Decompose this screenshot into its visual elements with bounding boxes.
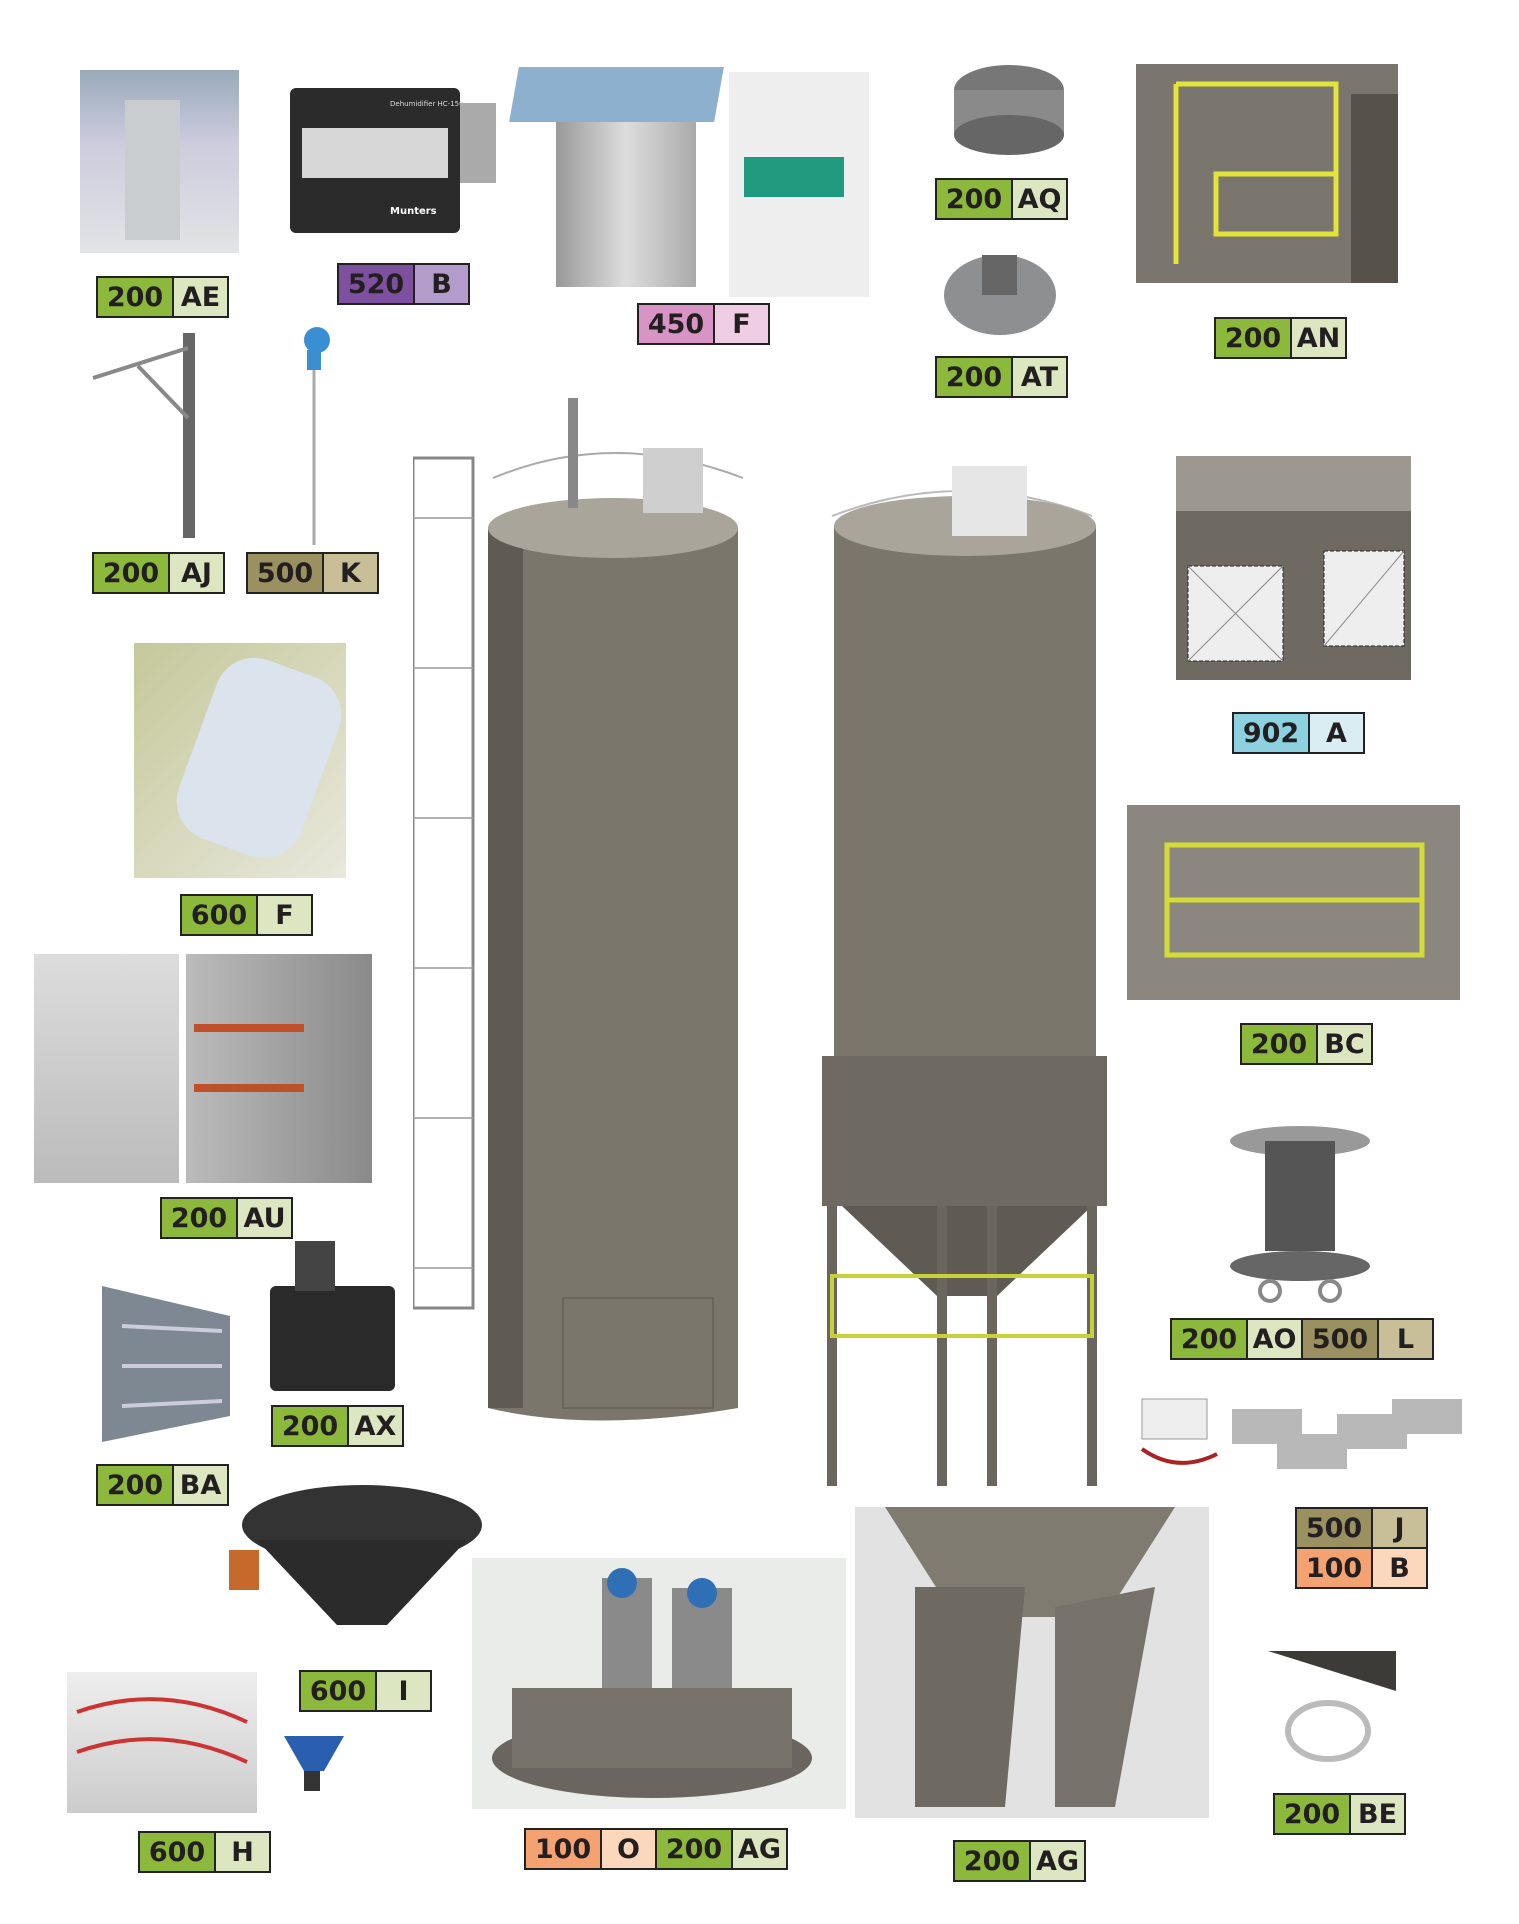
space-heater-image bbox=[270, 1241, 395, 1394]
dehumidifier-model: Dehumidifier HC-150 bbox=[390, 100, 464, 108]
munters-logo: Munters bbox=[390, 206, 437, 217]
tag-letter: O bbox=[602, 1830, 657, 1868]
tag-letter: H bbox=[216, 1833, 269, 1871]
heater-photo bbox=[134, 643, 353, 878]
tag-letter: F bbox=[258, 896, 311, 934]
plant-room-image bbox=[472, 1558, 846, 1809]
tag-code: 200 bbox=[1242, 1025, 1318, 1063]
tag-letter: B bbox=[1373, 1549, 1426, 1587]
tag-letter: BA bbox=[174, 1466, 227, 1504]
tag-letter: AQ bbox=[1013, 180, 1066, 218]
hopper-cone-image bbox=[227, 1480, 493, 1637]
tag-code: 200 bbox=[273, 1407, 349, 1445]
tag-letter: AN bbox=[1292, 319, 1345, 357]
bag-filter-image bbox=[509, 67, 872, 298]
tag-code: 200 bbox=[94, 554, 170, 592]
level-probe-image bbox=[282, 325, 341, 546]
manhole-cover-image bbox=[942, 245, 1058, 341]
tag-code: 200 bbox=[937, 180, 1013, 218]
tag-code: 200 bbox=[1216, 319, 1292, 357]
tag-code: 500 bbox=[248, 554, 324, 592]
tag-code: 500 bbox=[1297, 1509, 1373, 1547]
davit-crane-image bbox=[88, 328, 208, 540]
pipe-flange-photo bbox=[80, 70, 239, 253]
dehumidifier-image: Dehumidifier HC-150 Munters bbox=[290, 88, 496, 233]
tag-code: 520 bbox=[339, 265, 415, 303]
tag-code: 100 bbox=[1297, 1549, 1373, 1587]
tag-letter: L bbox=[1379, 1320, 1432, 1358]
tag-letter: B bbox=[415, 265, 468, 303]
tag-code: 200 bbox=[162, 1199, 238, 1237]
tag-letter: K bbox=[324, 554, 377, 592]
lower-platform-image bbox=[1127, 805, 1460, 1000]
tag-code: 200 bbox=[955, 1842, 1031, 1880]
tag-code: 450 bbox=[639, 305, 715, 343]
silo-left-with-ladder bbox=[413, 368, 753, 1421]
inspection-hatch-image bbox=[1176, 456, 1411, 680]
silo-cone-image bbox=[855, 1507, 1209, 1818]
roof-platform-railing-image bbox=[1136, 64, 1398, 283]
tag-code: 200 bbox=[937, 358, 1013, 396]
silo-right-on-legs bbox=[802, 416, 1118, 1488]
tag-letter: I bbox=[377, 1672, 430, 1710]
tag-letter: BE bbox=[1351, 1795, 1404, 1833]
tag-code: 200 bbox=[657, 1830, 733, 1868]
tag-code: 200 bbox=[98, 1466, 174, 1504]
flange-ring-image bbox=[1268, 1651, 1396, 1785]
tag-code: 600 bbox=[140, 1833, 216, 1871]
tag-code: 600 bbox=[301, 1672, 377, 1710]
tag-code: 600 bbox=[182, 896, 258, 934]
tag-letter: F bbox=[715, 305, 768, 343]
load-cells-image bbox=[1137, 1394, 1467, 1476]
tag-letter: AO bbox=[1248, 1320, 1303, 1358]
tag-letter: AT bbox=[1013, 358, 1066, 396]
tag-letter: AG bbox=[733, 1830, 786, 1868]
pressure-relief-valve-image bbox=[951, 55, 1067, 165]
tag-code: 100 bbox=[526, 1830, 602, 1868]
tag-letter: BC bbox=[1318, 1025, 1371, 1063]
tag-code: 902 bbox=[1234, 714, 1310, 752]
discharge-valve-image bbox=[1225, 1121, 1375, 1311]
tag-letter: J bbox=[1373, 1509, 1426, 1547]
vibrator-cone-image bbox=[274, 1726, 348, 1796]
tag-code: 200 bbox=[1172, 1320, 1248, 1358]
tag-letter: AE bbox=[174, 278, 227, 316]
tag-letter: AX bbox=[349, 1407, 402, 1445]
tag-code: 500 bbox=[1303, 1320, 1379, 1358]
exhaust-fan-image bbox=[92, 1286, 230, 1442]
tag-letter: AU bbox=[238, 1199, 291, 1237]
tag-code: 200 bbox=[98, 278, 174, 316]
piping-photos bbox=[34, 954, 372, 1183]
heat-trace-photo bbox=[67, 1672, 257, 1813]
tag-letter: A bbox=[1310, 714, 1363, 752]
tag-code: 200 bbox=[1275, 1795, 1351, 1833]
tag-letter: AG bbox=[1031, 1842, 1084, 1880]
tag-letter: AJ bbox=[170, 554, 223, 592]
